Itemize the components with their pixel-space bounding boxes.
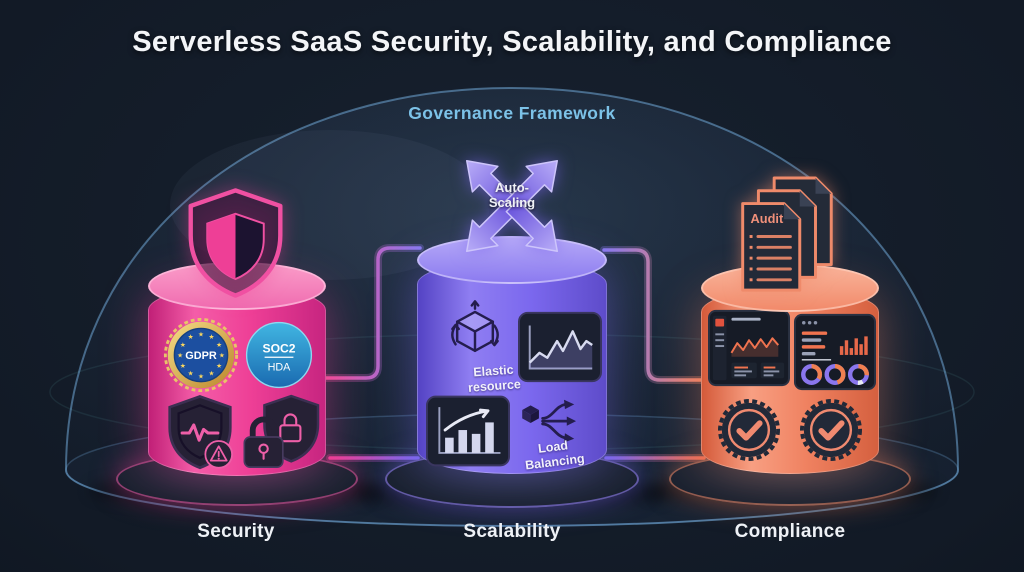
- soc2-label: SOC2: [262, 341, 295, 355]
- security-label: Security: [197, 521, 275, 542]
- gdpr-label: GDPR: [185, 350, 217, 362]
- scalability-label: Scalability: [463, 521, 561, 542]
- pillar-scalability-cap: [417, 236, 607, 284]
- compliance-label: Compliance: [734, 521, 846, 542]
- check-seal-icon: [800, 399, 862, 461]
- svg-text:★: ★: [188, 371, 194, 378]
- load-balancing-icon: [522, 399, 577, 443]
- dashboard-line-chart-icon: [708, 309, 790, 387]
- check-seal-icon: [718, 399, 780, 461]
- svg-text:★: ★: [216, 363, 222, 370]
- connector-lines: [322, 244, 708, 462]
- line-chart-icon: [518, 311, 602, 383]
- auto-scaling-label: Auto- Scaling: [488, 180, 536, 210]
- connector-scalability-compliance: [602, 248, 705, 382]
- shield-pulse-alert-icon: [168, 395, 233, 470]
- pillar-scalability: [417, 260, 607, 474]
- elastic-cube-icon: [451, 300, 499, 353]
- dashboard-donut-icon: [794, 313, 876, 391]
- shield-icon: [188, 188, 283, 298]
- connector-security-scalability: [324, 246, 422, 380]
- lock-shield-icon: [243, 394, 320, 468]
- svg-text:★: ★: [198, 373, 204, 380]
- svg-text:★: ★: [208, 371, 214, 378]
- soc2-badge-icon: SOC2 HDA: [245, 321, 313, 389]
- svg-text:★: ★: [216, 342, 222, 349]
- audit-documents-icon: Audit: [741, 176, 833, 292]
- pillar-security: ★★★ ★★★ ★★★ ★★★ GDPR SOC2 HDA: [148, 286, 326, 476]
- soc2-sublabel: HDA: [268, 361, 292, 373]
- audit-label: Audit: [751, 211, 784, 226]
- page-title: Serverless SaaS Security, Scalability, a…: [132, 26, 892, 58]
- bar-chart-icon: [426, 395, 510, 467]
- svg-text:★: ★: [208, 334, 214, 341]
- governance-framework-label: Governance Framework: [408, 103, 616, 123]
- svg-text:★: ★: [198, 331, 204, 338]
- svg-text:★: ★: [219, 352, 225, 359]
- gdpr-badge-icon: ★★★ ★★★ ★★★ ★★★ GDPR: [163, 317, 239, 393]
- svg-text:★: ★: [180, 342, 186, 349]
- svg-text:★: ★: [177, 352, 183, 359]
- svg-text:★: ★: [188, 334, 194, 341]
- svg-text:★: ★: [180, 363, 186, 370]
- gdpr-stars: ★★★ ★★★ ★★★ ★★★: [177, 331, 225, 380]
- pillar-compliance: [701, 288, 879, 474]
